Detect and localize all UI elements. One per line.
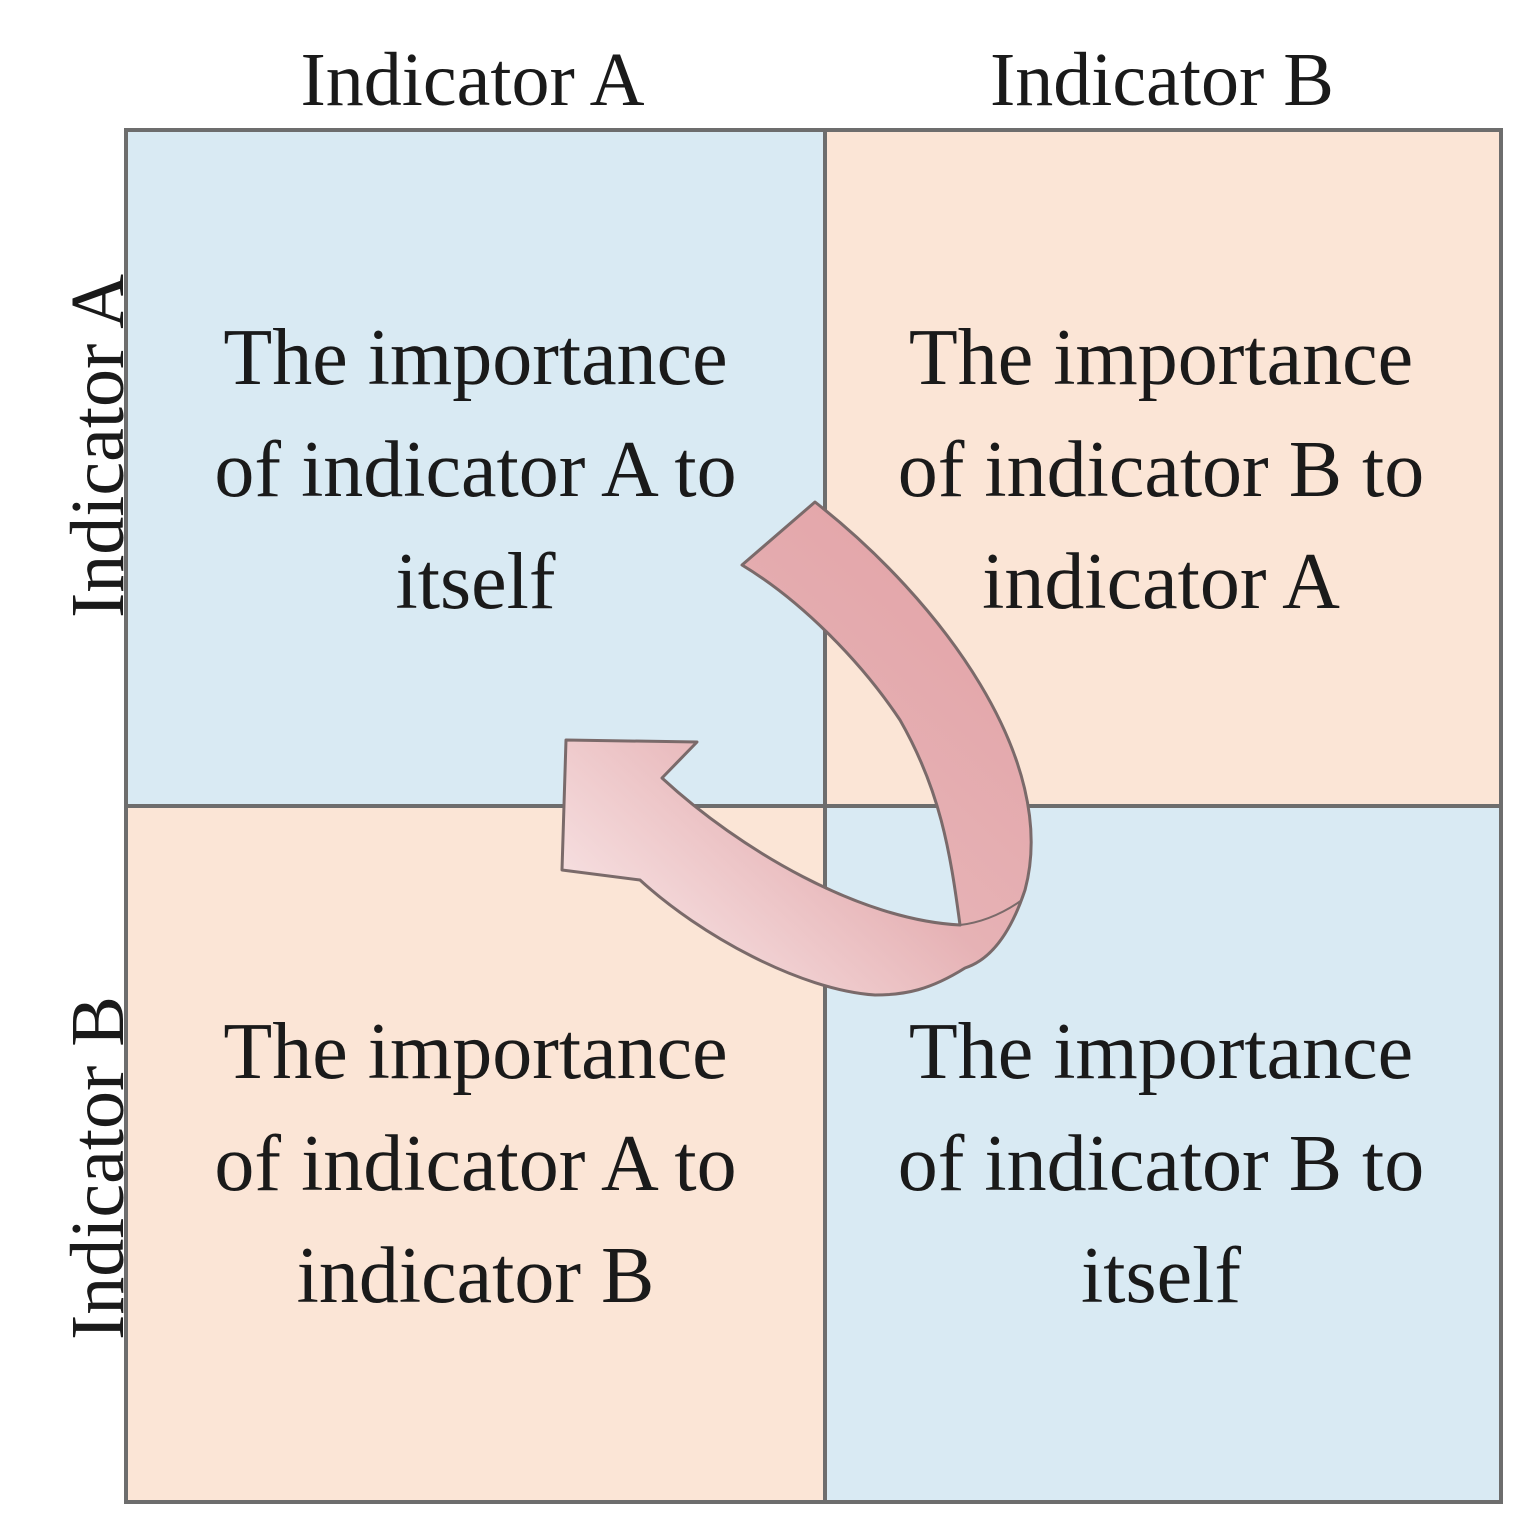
cell-b-to-b: The importance of indicator B to itself <box>823 806 1499 1500</box>
cell-b-to-a-text: The importance of indicator B to indicat… <box>898 302 1425 806</box>
cell-line: The importance <box>908 1008 1414 1096</box>
cell-line: itself <box>395 538 556 626</box>
cell-line: of indicator B to <box>897 1120 1425 1208</box>
vertical-divider <box>823 132 827 1500</box>
cell-a-to-b-text: The importance of indicator A to indicat… <box>214 996 736 1500</box>
cell-line: The importance <box>908 314 1414 402</box>
cell-line: of indicator A to <box>214 1120 737 1208</box>
column-header-indicator-b: Indicator B <box>989 38 1334 122</box>
cell-b-to-a: The importance of indicator B to indicat… <box>823 132 1499 806</box>
cell-b-to-b-text: The importance of indicator B to itself <box>898 996 1425 1500</box>
cell-line: indicator A <box>982 538 1340 626</box>
cell-line: itself <box>1081 1232 1241 1320</box>
cell-a-to-a: The importance of indicator A to itself <box>128 132 823 806</box>
cell-a-to-a-text: The importance of indicator A to itself <box>214 302 736 806</box>
cell-line: The importance <box>223 1008 728 1096</box>
cell-line: The importance <box>223 314 728 402</box>
importance-matrix: The importance of indicator A to itself … <box>124 128 1503 1504</box>
cell-a-to-b: The importance of indicator A to indicat… <box>128 806 823 1500</box>
cell-line: indicator B <box>296 1232 655 1320</box>
cell-line: of indicator B to <box>897 426 1425 514</box>
cell-line: of indicator A to <box>214 426 737 514</box>
column-header-indicator-a: Indicator A <box>300 38 645 122</box>
horizontal-divider <box>128 804 1499 808</box>
